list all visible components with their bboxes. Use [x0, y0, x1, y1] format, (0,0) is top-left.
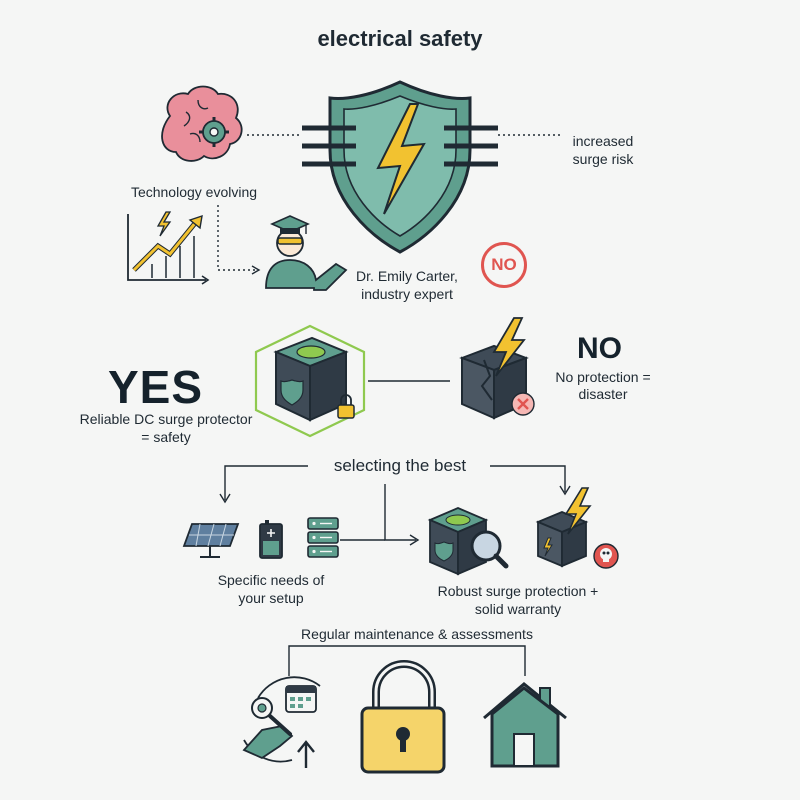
magnifier-box-icon: [427, 507, 509, 576]
protector-box-icon: [254, 324, 366, 438]
yes-caption-line2: = safety: [141, 429, 191, 445]
shield-lightning-icon: [302, 80, 498, 254]
growth-chart-icon: [127, 211, 210, 285]
yes-caption-line1: Reliable DC surge protector: [79, 411, 253, 427]
no-caption-line1: No protection =: [555, 369, 651, 385]
needs-label-line2: your setup: [238, 590, 304, 606]
maintenance-label: Regular maintenance & assessments: [301, 626, 533, 642]
needs-label-line1: Specific needs of: [217, 572, 325, 588]
padlock-icon: [360, 660, 446, 774]
robust-label-line2: solid warranty: [474, 601, 562, 617]
increased-label-line2: surge risk: [572, 151, 634, 167]
no-label: NO: [577, 332, 622, 365]
house-icon: [483, 682, 567, 768]
no-circle-icon: NO: [481, 242, 527, 288]
no-caption-line2: disaster: [578, 386, 628, 402]
graduate-expert-icon: [265, 215, 348, 291]
skull-icon: [593, 543, 619, 569]
server-icon: [307, 517, 339, 558]
diagram-title: electrical safety: [317, 26, 483, 51]
robust-label-line1: Robust surge protection +: [437, 583, 599, 599]
damaged-box-icon: [535, 487, 592, 568]
selecting-label: selecting the best: [333, 456, 467, 475]
technology-evolving-label: Technology evolving: [130, 184, 258, 200]
maintenance-icon: [242, 676, 321, 768]
broken-box-icon: [459, 317, 535, 420]
connectors: [217, 134, 571, 676]
expert-name-label: Dr. Emily Carter,: [356, 268, 458, 284]
increased-label-line1: increased: [572, 133, 634, 149]
solar-panel-icon: [182, 523, 240, 558]
expert-role-label: industry expert: [361, 286, 453, 302]
brain-gear-icon: [161, 85, 243, 162]
yes-label: YES: [108, 361, 204, 413]
battery-icon: [259, 520, 283, 559]
